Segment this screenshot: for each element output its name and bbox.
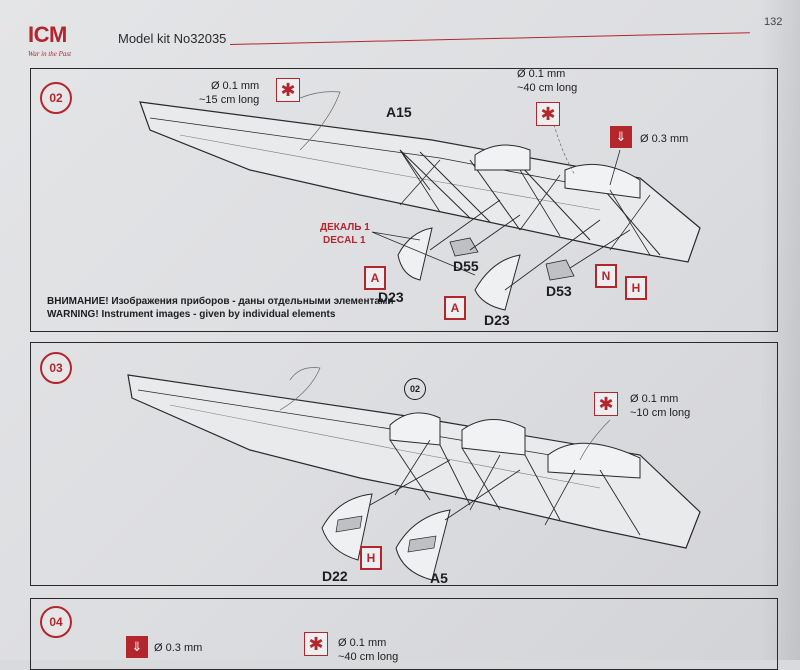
step-04-number: 04	[40, 606, 72, 638]
rigging-note-10cm: Ø 0.1 mm ~10 cm long	[630, 393, 691, 419]
page-shadow	[760, 0, 800, 660]
part-a5-label: A5	[430, 570, 448, 586]
tag-h: H	[360, 546, 382, 570]
decal-label-en: DECAL 1	[323, 235, 366, 246]
drill-note: Ø 0.3 mm	[154, 642, 203, 654]
part-d23-label: D23	[378, 289, 404, 305]
rigging-icon: ✱	[304, 632, 328, 656]
part-d22-label: D22	[322, 568, 348, 584]
tag-h: H	[625, 276, 647, 300]
rigging-note-40cm: Ø 0.1 mm ~40 cm long	[517, 68, 578, 94]
step-03-panel	[30, 342, 778, 586]
drill-note: Ø 0.3 mm	[640, 133, 689, 145]
page-header: ICM War in the Past Model kit No32035 13…	[0, 0, 800, 70]
tag-a: A	[364, 266, 386, 290]
step-ref-02: 02	[404, 378, 426, 400]
decal-label-ru: ДЕКАЛЬ 1	[320, 222, 370, 233]
tag-n: N	[595, 264, 617, 288]
part-a15-label: A15	[386, 104, 412, 120]
brand-logo-text: ICM	[28, 22, 67, 47]
brand-logo: ICM War in the Past	[20, 22, 110, 68]
step-02-number: 02	[40, 82, 72, 114]
tag-a: A	[444, 296, 466, 320]
page-number: 132	[764, 16, 783, 28]
drill-icon: ⇓	[610, 126, 632, 148]
rigging-note-15cm: Ø 0.1 mm ~15 cm long	[199, 80, 260, 106]
warning-text-en: WARNING! Instrument images - given by in…	[47, 309, 336, 320]
step-04-panel	[30, 598, 778, 670]
step-02-panel	[30, 68, 778, 332]
part-d55-label: D55	[453, 258, 479, 274]
rigging-icon: ✱	[536, 102, 560, 126]
brand-tagline: War in the Past	[28, 50, 72, 58]
part-d53-label: D53	[546, 283, 572, 299]
part-d23-label: D23	[484, 312, 510, 328]
step-03-number: 03	[40, 352, 72, 384]
drill-icon: ⇓	[126, 636, 148, 658]
rigging-icon: ✱	[594, 392, 618, 416]
kit-title: Model kit No32035	[118, 31, 227, 46]
rigging-icon: ✱	[276, 78, 300, 102]
warning-text-ru: ВНИМАНИЕ! Изображения приборов - даны от…	[47, 296, 394, 307]
